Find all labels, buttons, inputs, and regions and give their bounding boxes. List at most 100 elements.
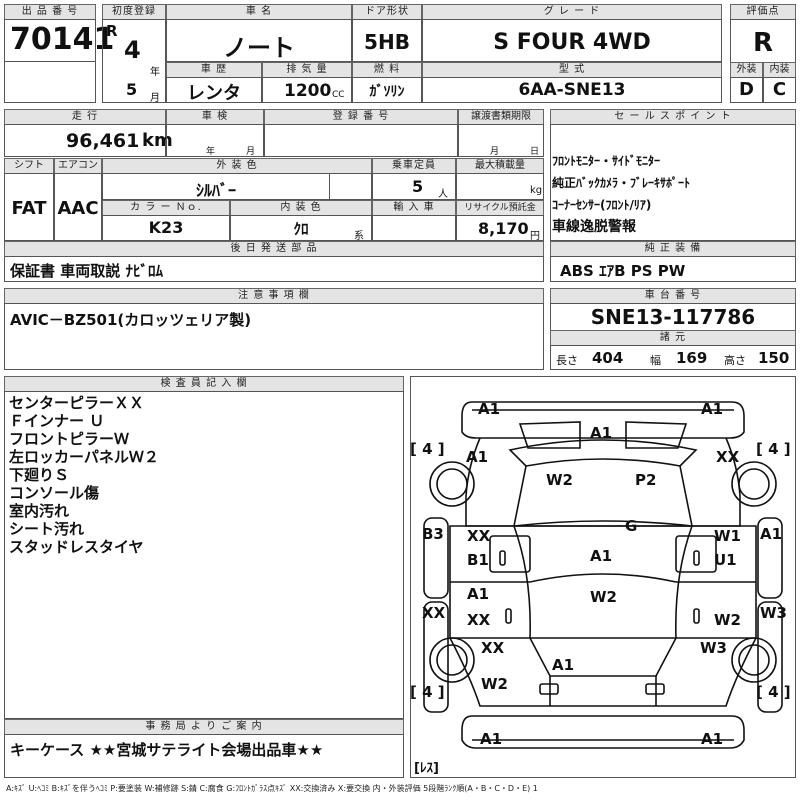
mileage-cell [4, 124, 166, 157]
interior-score-label: 内装 [763, 62, 796, 78]
sales-cell [550, 124, 796, 241]
capacity-label: 乗車定員 [372, 158, 456, 174]
capacity-cell [372, 173, 456, 200]
registration-label: 登 録 番 号 [264, 109, 458, 125]
model-text: 6AA-SNE13 [518, 80, 626, 100]
capacity-value: 5 [412, 177, 424, 196]
car-name-label: 車 名 [166, 4, 352, 20]
interior-color-cell [230, 215, 372, 241]
notes-cell [4, 303, 544, 370]
mark-left-rear-fender: XX [481, 639, 505, 657]
mark-roof-a1: A1 [590, 547, 613, 565]
grade-text: S FOUR 4WD [493, 30, 651, 55]
spare-tire: [ﾚｽ] [414, 761, 439, 776]
recycle-label: リサイクル預託金 [456, 200, 544, 216]
sales-point: 純正ﾊﾞｯｸｶﾒﾗ・ﾌﾞﾚｰｷｻﾎﾟｰﾄ [552, 176, 691, 190]
car-name: ノート [223, 34, 295, 62]
notes-value: AVIC－BZ501(カロッツェリア製) [10, 311, 252, 329]
mark-left-front-door-b1: B1 [467, 551, 489, 569]
mark-front-bumper-left: A1 [478, 400, 501, 418]
dims-label: 諸 元 [550, 330, 796, 346]
sales-point: 車線逸脱警報 [552, 219, 636, 235]
accessories-value: 保証書 車両取説 ﾅﾋﾞﾛﾑ [10, 262, 163, 280]
inspector-line: スタッドレスタイヤ [9, 538, 144, 556]
lot-blank-cell [4, 61, 96, 103]
fuel-text: ｶﾞｿﾘﾝ [369, 84, 405, 100]
grade-cell [422, 19, 722, 62]
score-text: R [752, 28, 774, 58]
color-label: 外 装 色 [102, 158, 372, 174]
exterior-score-cell [730, 77, 763, 103]
mark-right-front-door-u1: U1 [714, 551, 737, 569]
mark-left-rocker: XX [422, 604, 446, 622]
era-text: R [106, 22, 118, 40]
office-value: キーケース ★★宮城サテライト会場出品車★★ [10, 741, 324, 759]
mark-left-rear-door-a1: A1 [467, 585, 490, 603]
sales-label: セ ー ル ス ポ イ ン ト [550, 109, 796, 125]
recycle-cell [456, 215, 544, 241]
height-label: 高さ [724, 354, 746, 367]
interior-score: C [772, 79, 787, 100]
inspector-list: センターピラーＸＸ Ｆインナー Ｕ フロントピラーＷ 左ロッカーパネルＷ２ 下廻… [9, 394, 159, 556]
car-diagram [423, 401, 783, 749]
inspection-year-unit: 年 [206, 147, 216, 157]
shift-value: FAT [11, 198, 47, 219]
exterior-score: D [739, 79, 754, 100]
history-label: 車 歴 [166, 62, 262, 78]
mark-rear-bumper-right: A1 [701, 730, 724, 748]
chassis-value: SNE13-117786 [590, 305, 756, 329]
mileage-label: 走 行 [4, 109, 166, 125]
lot-label: 出 品 番 号 [4, 4, 96, 20]
door-label: ドア形状 [352, 4, 422, 20]
office-cell [4, 734, 404, 778]
import-cell [372, 215, 456, 241]
mark-right-pillar: A1 [760, 525, 783, 543]
length-value: 404 [592, 349, 624, 367]
mark-left-front-fender: A1 [466, 448, 489, 466]
interior-score-cell [763, 77, 796, 103]
color-extra-cell [329, 173, 372, 200]
inspector-line: コンソール傷 [9, 484, 100, 502]
lot-number: 70141 [10, 22, 115, 57]
tire-rear-left: [ 4 ] [410, 683, 445, 701]
accessories-label: 後 日 発 送 部 品 [4, 241, 544, 257]
car-diagram-frame [410, 376, 796, 778]
grade-label: グ レ ー ド [422, 4, 722, 20]
tire-rear-right: [ 4 ] [756, 683, 791, 701]
mark-windshield: A1 [590, 424, 613, 442]
mark-right-rocker: W3 [760, 604, 787, 622]
displacement-cell [262, 77, 352, 103]
mark-left-pillar: B3 [422, 525, 444, 543]
ac-label: エアコン [54, 158, 102, 174]
transfer-label: 譲渡書類期限 [458, 109, 544, 125]
inspector-line: シート汚れ [9, 520, 85, 538]
inspector-line: 室内汚れ [9, 502, 70, 520]
sales-point: ﾌﾛﾝﾄﾓﾆﾀｰ・ｻｲﾄﾞﾓﾆﾀｰ [552, 154, 661, 168]
transfer-cell [458, 124, 544, 157]
tire-front-left: [ 4 ] [410, 440, 445, 458]
mark-hood-right: P2 [635, 471, 657, 489]
year-unit: 年 [150, 67, 160, 78]
color-no-label: カ ラ ー Ｎｏ. [102, 200, 230, 216]
recycle-value: 8,170 [478, 219, 529, 238]
max-load-unit: kg [530, 185, 543, 196]
transfer-day-unit: 日 [530, 147, 540, 157]
displacement-label: 排 気 量 [262, 62, 352, 78]
max-load-label: 最大積載量 [456, 158, 544, 174]
first-reg-cell [102, 19, 166, 103]
history-cell [166, 77, 262, 103]
exterior-score-label: 外装 [730, 62, 763, 78]
history-text: レンタ [187, 83, 241, 104]
fuel-cell [352, 77, 422, 103]
displacement-text: 1200 [284, 81, 332, 101]
dims-cell [550, 345, 796, 370]
model-cell [422, 77, 722, 103]
ac-value: AAC [57, 198, 99, 219]
mileage-unit: km [142, 130, 173, 151]
inspector-line: 下廻りＳ [9, 466, 70, 484]
fuel-label: 燃 料 [352, 62, 422, 78]
mark-front-bumper-right: A1 [701, 400, 724, 418]
mark-left-rear-quarter: W2 [481, 675, 508, 693]
mark-left-front-door-xx: XX [467, 527, 491, 545]
inspector-line: Ｆインナー Ｕ [9, 412, 105, 430]
